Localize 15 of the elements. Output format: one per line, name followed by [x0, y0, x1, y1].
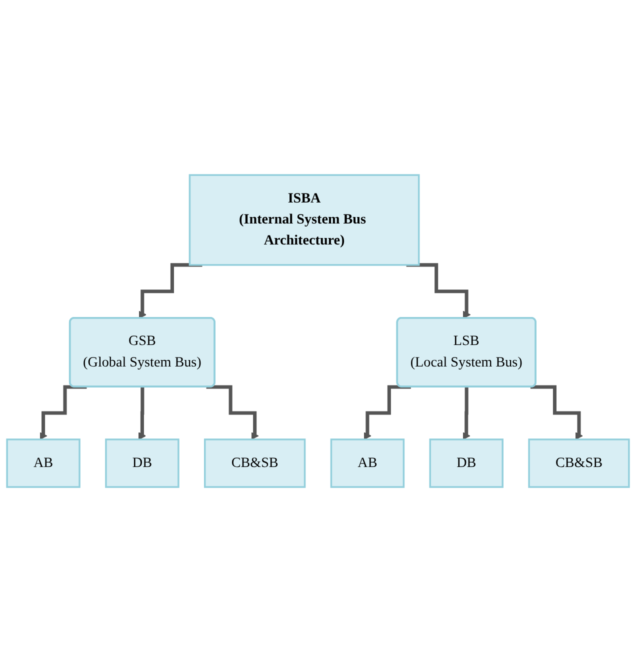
- node-box: CB&SB: [528, 438, 630, 488]
- arrow: [138, 385, 146, 440]
- node-box: AB: [6, 438, 80, 488]
- arrow: [206, 385, 259, 440]
- node-box: ISBA (Internal System Bus Architecture): [188, 174, 420, 266]
- arrow: [364, 385, 411, 440]
- arrow: [406, 263, 471, 319]
- arrow: [138, 263, 202, 319]
- arrow: [530, 385, 583, 440]
- node-box: AB: [330, 438, 405, 488]
- node-box: DB: [429, 438, 504, 488]
- arrow: [39, 385, 87, 440]
- node-box: CB&SB: [204, 438, 306, 488]
- node-box: DB: [105, 438, 180, 488]
- arrow: [462, 385, 470, 440]
